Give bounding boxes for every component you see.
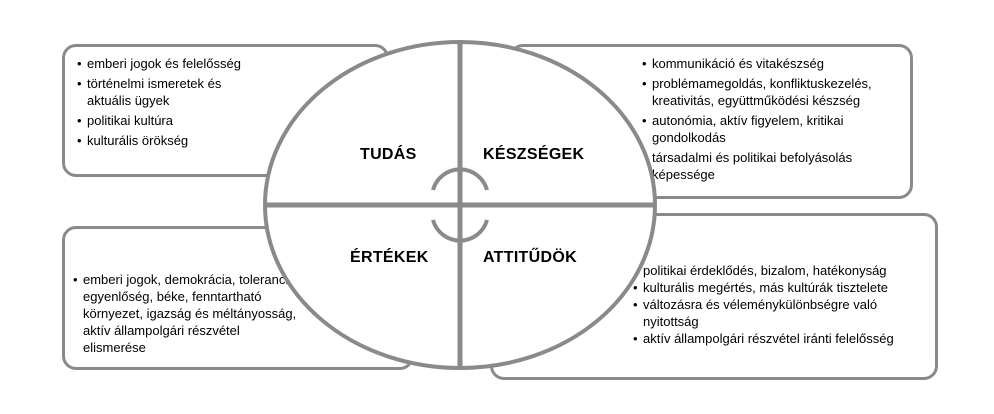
list-item: autonómia, aktív figyelem, kritikai gond… [642,112,907,146]
list-item: társadalmi és politikai befolyásolás kép… [642,149,907,183]
knowledge-list: emberi jogok és felelősség történelmi is… [77,55,267,152]
attitudes-label: ATTITŰDÖK [483,249,577,266]
values-label: ÉRTÉKEK [350,249,429,266]
cycle-arrow-top-icon [431,167,489,191]
list-item: történelmi ismeretek és aktuális ügyek [77,75,267,109]
list-item: politikai kultúra [77,112,267,129]
knowledge-label: TUDÁS [360,146,417,163]
attitudes-list: politikai érdeklődés, bizalom, hatékonys… [633,262,933,347]
cycle-arrow-bottom-icon [431,219,489,243]
list-item: változásra és véleménykülönbségre való n… [633,296,933,330]
list-item: kommunikáció és vitakészség [642,55,907,72]
values-list: emberi jogok, demokrácia, tolerancia, eg… [73,271,303,359]
list-item: emberi jogok, demokrácia, tolerancia, eg… [73,271,303,356]
list-item: aktív állampolgári részvétel iránti fele… [633,330,933,347]
list-item: problémamegoldás, konfliktuskezelés, kre… [642,75,907,109]
list-item: kulturális megértés, más kultúrák tiszte… [633,279,933,296]
skills-list: kommunikáció és vitakészség problémamego… [642,55,907,186]
list-item: emberi jogok és felelősség [77,55,267,72]
list-item: kulturális örökség [77,132,267,149]
skills-label: KÉSZSÉGEK [483,146,585,163]
